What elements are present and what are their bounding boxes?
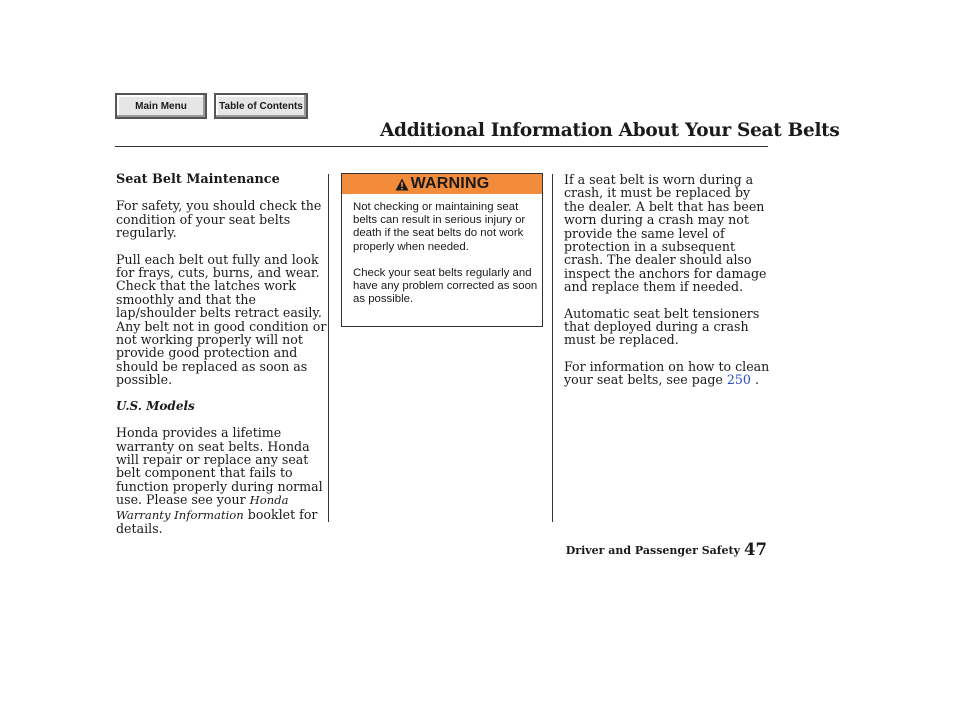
warning-triangle-icon [395, 178, 409, 190]
paragraph-text: booklet for details. [116, 506, 318, 536]
warning-paragraph: Check your seat belts regularly and have… [353, 266, 538, 306]
page-title: Additional Information About Your Seat B… [380, 120, 840, 141]
paragraph-text: Honda provides a lifetime warranty on se… [116, 425, 323, 508]
page-link-250[interactable]: 250 [726, 372, 751, 388]
page-number: 47 [744, 540, 767, 559]
paragraph-text: For information on how to clean your sea… [564, 358, 770, 388]
warning-header: WARNING [342, 174, 542, 194]
title-divider [115, 146, 768, 147]
paragraph: For information on how to clean your sea… [564, 360, 774, 387]
left-column: Seat Belt Maintenance For safety, you sh… [116, 173, 328, 548]
subheading: U.S. Models [116, 398, 195, 413]
main-menu-button[interactable]: Main Menu [115, 93, 207, 119]
paragraph: Automatic seat belt tensioners that depl… [564, 305, 760, 348]
paragraph: Honda provides a lifetime warranty on se… [116, 426, 328, 535]
right-column: If a seat belt is worn during a crash, i… [564, 173, 774, 400]
warning-box: WARNING Not checking or maintaining seat… [341, 173, 543, 327]
warning-text: Not checking or maintaining seat belts c… [353, 201, 539, 319]
paragraph: Pull each belt out fully and look for fr… [116, 251, 327, 388]
warning-paragraph: Not checking or maintaining seat belts c… [353, 201, 526, 253]
footer-section-title: Driver and Passenger Safety [565, 544, 740, 557]
warning-label: WARNING [410, 175, 490, 192]
booklet-title: Honda Warranty Information [116, 493, 289, 522]
column-divider-right [552, 174, 553, 522]
section-heading: Seat Belt Maintenance [116, 172, 280, 187]
paragraph: If a seat belt is worn during a crash, i… [564, 172, 767, 295]
paragraph-text: . [754, 372, 759, 388]
paragraph: For safety, you should check the conditi… [116, 198, 322, 241]
column-divider-left [328, 174, 329, 522]
table-of-contents-button[interactable]: Table of Contents [214, 93, 308, 119]
